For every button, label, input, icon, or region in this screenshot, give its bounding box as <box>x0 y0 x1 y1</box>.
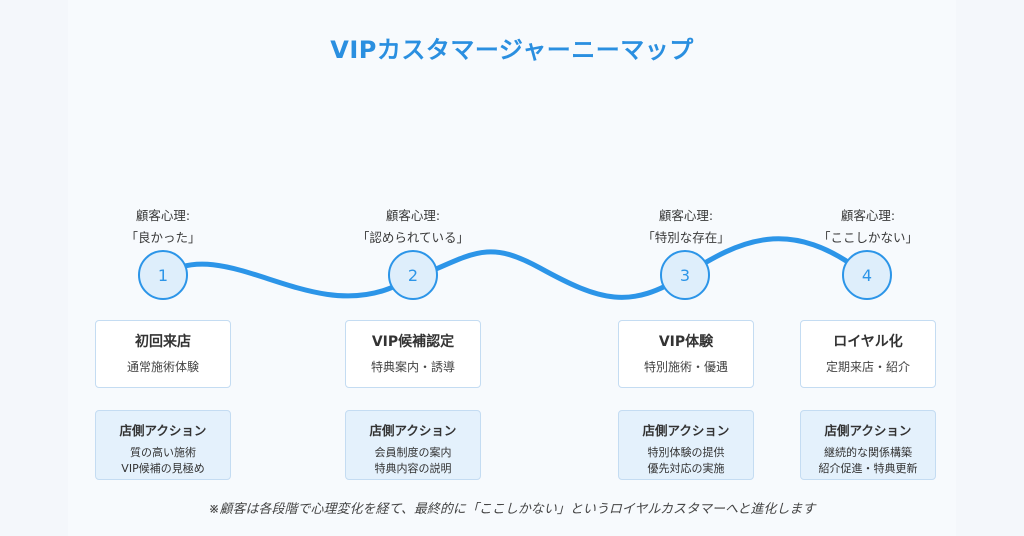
stage-node-3: 3 <box>660 250 710 300</box>
footnote: ※顧客は各段階で心理変化を経て、最終的に「ここしかない」というロイヤルカスタマー… <box>208 502 816 517</box>
psychology-1: 顧客心理: 「良かった」 <box>73 206 253 250</box>
stage-node-2: 2 <box>388 250 438 300</box>
stage-description-2: 特典案内・誘導 <box>370 360 455 374</box>
stage-name-1: 初回来店 <box>135 334 191 350</box>
journey-path <box>160 236 869 300</box>
stage-name-4: ロイヤル化 <box>833 334 903 350</box>
stage-card-2: VIP候補認定 特典案内・誘導 <box>345 320 481 388</box>
page-title: VIPカスタマージャーニーマップ <box>330 36 694 64</box>
action-item: 特典内容の説明 <box>374 462 452 475</box>
action-heading-1: 店側アクション <box>119 423 207 438</box>
psychology-quote-3: 「特別な存在」 <box>642 230 730 245</box>
action-heading-2: 店側アクション <box>369 423 457 438</box>
stage-node-1: 1 <box>138 250 188 300</box>
action-item: 質の高い施術 <box>130 446 196 459</box>
stage-name-2: VIP候補認定 <box>371 334 455 350</box>
stage-description-4: 定期来店・紹介 <box>825 360 910 374</box>
stage-card-1: 初回来店 通常施術体験 <box>95 320 231 388</box>
stage-card-3: VIP体験 特別施術・優遇 <box>618 320 754 388</box>
stage-number-3: 3 <box>679 265 691 285</box>
stage-card-4: ロイヤル化 定期来店・紹介 <box>800 320 936 388</box>
action-card-1: 店側アクション 質の高い施術 VIP候補の見極め <box>95 410 231 480</box>
stage-description-3: 特別施術・優遇 <box>643 360 728 374</box>
psychology-quote-4: 「ここしかない」 <box>817 230 918 245</box>
psychology-3: 顧客心理: 「特別な存在」 <box>596 206 776 250</box>
stage-description-1: 通常施術体験 <box>126 360 199 374</box>
action-heading-3: 店側アクション <box>642 423 730 438</box>
psychology-quote-2: 「認められている」 <box>356 230 470 245</box>
action-card-2: 店側アクション 会員制度の案内 特典内容の説明 <box>345 410 481 480</box>
psychology-label-1: 顧客心理: <box>135 208 191 223</box>
action-heading-4: 店側アクション <box>824 423 912 438</box>
stage-node-4: 4 <box>842 250 892 300</box>
action-card-3: 店側アクション 特別体験の提供 優先対応の実施 <box>618 410 754 480</box>
psychology-4: 顧客心理: 「ここしかない」 <box>778 206 958 250</box>
psychology-label-3: 顧客心理: <box>658 208 714 223</box>
action-item: 特別体験の提供 <box>647 446 725 459</box>
stage-number-1: 1 <box>157 265 169 285</box>
action-item: VIP候補の見極め <box>121 462 205 475</box>
action-item: 会員制度の案内 <box>374 446 452 459</box>
stage-name-3: VIP体験 <box>658 334 714 350</box>
psychology-label-2: 顧客心理: <box>385 208 441 223</box>
psychology-2: 顧客心理: 「認められている」 <box>323 206 503 250</box>
stage-number-2: 2 <box>407 265 419 285</box>
action-card-4: 店側アクション 継続的な関係構築 紹介促進・特典更新 <box>800 410 936 480</box>
psychology-label-4: 顧客心理: <box>840 208 896 223</box>
psychology-quote-1: 「良かった」 <box>125 230 201 245</box>
action-item: 継続的な関係構築 <box>824 446 912 459</box>
action-item: 優先対応の実施 <box>647 462 725 475</box>
stage-number-4: 4 <box>861 265 873 285</box>
action-item: 紹介促進・特典更新 <box>818 462 918 475</box>
